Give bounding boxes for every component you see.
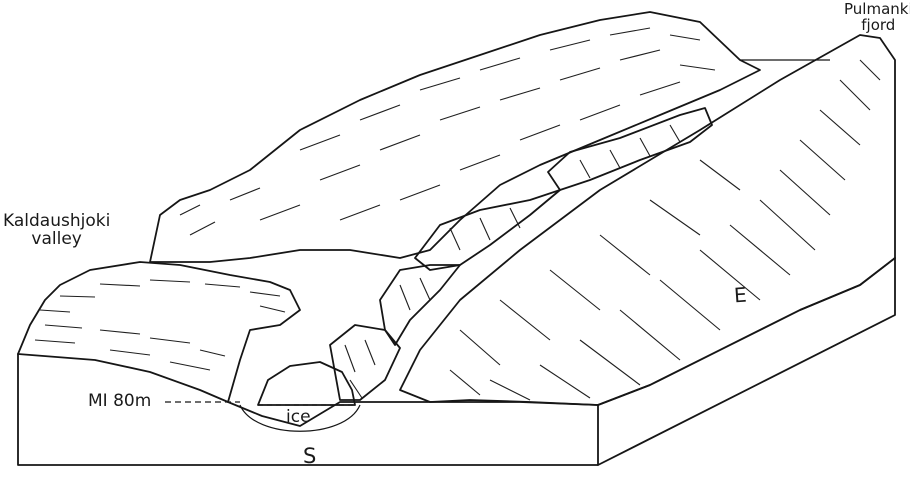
label-fjord-line2: fjord	[844, 18, 910, 34]
label-side-s: S	[303, 445, 316, 467]
moraine-ridge-1	[548, 108, 712, 190]
east-ridge	[400, 35, 895, 405]
label-ice: ice	[286, 409, 311, 427]
moraine-ridge-4	[330, 325, 400, 400]
label-pulmanki-fjord: Pulmanki fjord	[844, 2, 910, 34]
west-plateau	[18, 262, 300, 402]
label-kaldaushjoki-valley: Kaldaushjoki valley	[3, 213, 110, 249]
moraine-ridge-3	[380, 265, 460, 345]
right-terrain-edge	[598, 258, 895, 405]
label-side-e: E	[733, 285, 747, 307]
label-mi-level: MI 80m	[88, 393, 151, 411]
label-valley-line2: valley	[3, 231, 110, 249]
north-ridge	[150, 12, 760, 262]
moraine-ridge-2	[415, 190, 560, 270]
